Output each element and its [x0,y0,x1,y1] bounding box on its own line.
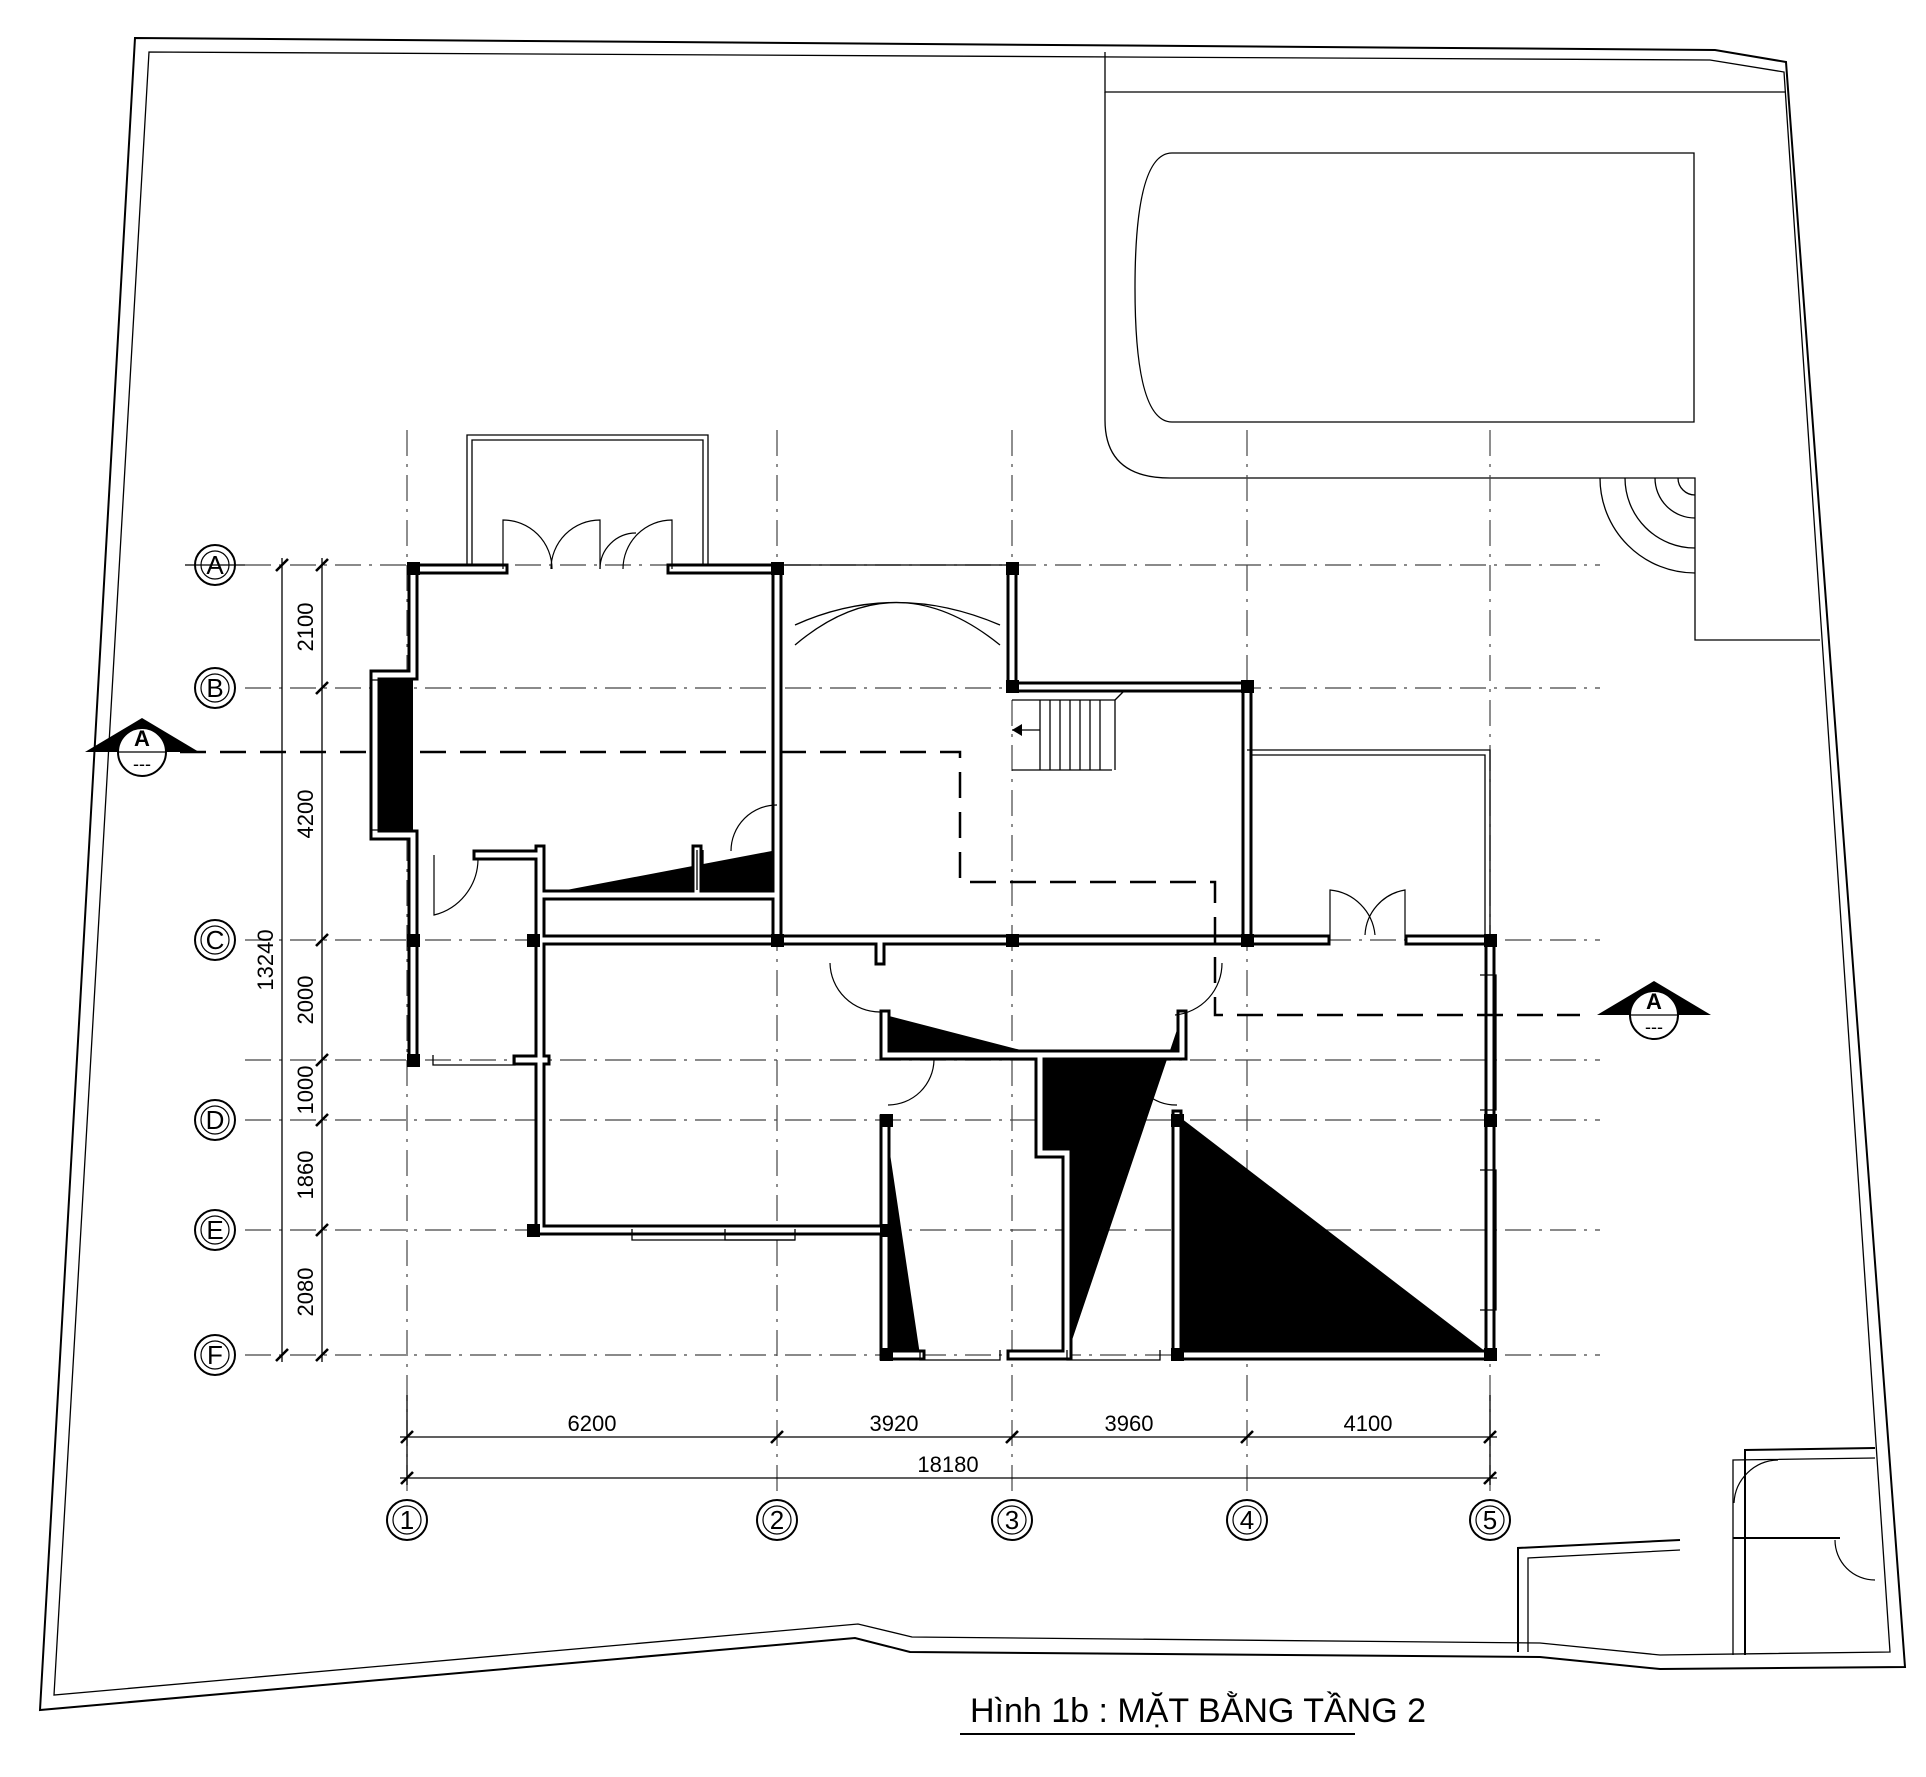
axis-label-E: E [206,1215,223,1245]
axis-bubble-B: B [194,667,236,709]
axis-label-4: 4 [1240,1505,1254,1535]
section-marker-right-sub: --- [1645,1017,1663,1037]
dim-h-total: 18180 [917,1452,978,1477]
walls [375,569,1490,1355]
front-balcony [466,434,709,565]
axis-label-2: 2 [770,1505,784,1535]
dim-h-12: 6200 [568,1411,617,1436]
axis-label-A: A [206,550,224,580]
axis-label-C: C [206,925,225,955]
axis-bubble-F: F [194,1334,236,1376]
axis-bubble-C: C [194,919,236,961]
dim-v-total: 13240 [253,929,278,990]
dim-v-BC: 4200 [293,790,318,839]
dim-v-DE: 1860 [293,1151,318,1200]
dim-h-23: 3920 [870,1411,919,1436]
outbuilding [1517,1447,1876,1655]
site-boundary [38,36,1907,1712]
section-marker-left-sub: --- [133,754,151,774]
axis-label-F: F [207,1340,223,1370]
section-marker-left-label: A [134,726,150,751]
section-marker-left: A --- [85,718,199,777]
axis-label-1: 1 [400,1505,414,1535]
row-axis-bubbles: A B C D E F [185,544,245,1376]
axis-bubble-A: A [185,544,245,586]
dim-h-34: 3960 [1105,1411,1154,1436]
columns [407,562,1497,1361]
section-cut-line [180,750,1580,1017]
axis-bubble-2: 2 [756,1499,798,1541]
section-marker-right: A --- [1597,981,1711,1040]
section-marker-right-label: A [1646,989,1662,1014]
dim-v-AB: 2100 [293,603,318,652]
axis-bubble-4: 4 [1226,1499,1268,1541]
axis-label-5: 5 [1483,1505,1497,1535]
axis-bubble-1: 1 [386,1499,428,1541]
horizontal-dimensions: 6200 3920 3960 4100 18180 [400,1395,1497,1485]
axis-label-3: 3 [1005,1505,1019,1535]
drawing-caption: Hình 1b : MẶT BẰNG TẦNG 2 [970,1692,1426,1730]
axis-bubble-D: D [194,1099,236,1141]
axis-bubble-E: E [194,1209,236,1251]
doors [433,519,1406,1106]
vertical-dimensions: 2100 4200 2000 1000 1860 2080 13240 [253,558,329,1362]
axis-label-D: D [206,1105,225,1135]
axis-bubble-5: 5 [1469,1499,1511,1541]
drawing-caption-group: Hình 1b : MẶT BẰNG TẦNG 2 [960,1692,1426,1735]
dim-h-45: 4100 [1344,1411,1393,1436]
dim-v-CD2: 1000 [293,1066,318,1115]
interior-lines [370,564,1497,1361]
column-axis-bubbles: 1 2 3 4 5 [386,1499,1511,1541]
axis-label-B: B [206,673,223,703]
pool-area [1104,52,1820,641]
dim-v-CD1: 2000 [293,976,318,1025]
axis-bubble-3: 3 [991,1499,1033,1541]
staircase [1012,689,1126,770]
dim-v-EF: 2080 [293,1268,318,1317]
